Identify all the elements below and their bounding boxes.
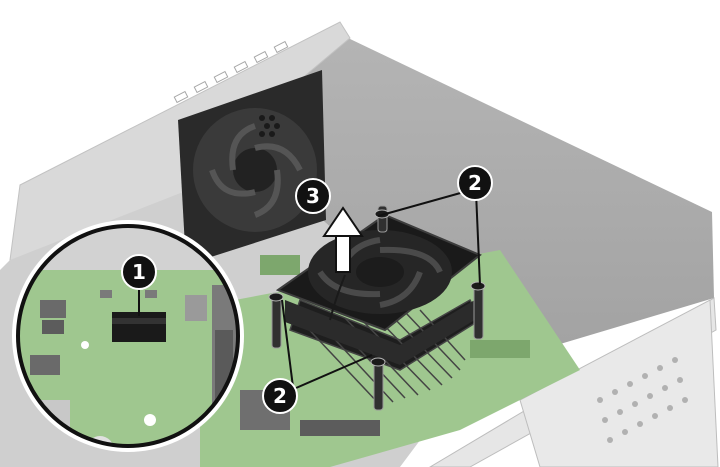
callout-2-bottom: 2: [262, 378, 298, 414]
callout-2-top: 2: [457, 165, 493, 201]
heatsink-cable: [329, 274, 346, 321]
callout-2-top-label: 2: [468, 171, 482, 195]
callout-1: 1: [121, 254, 157, 316]
zoom-detail: [12, 220, 244, 452]
captive-screw-heads: [268, 209, 486, 367]
processor-heatsink: [268, 205, 486, 411]
chassis-power-supply: [519, 299, 719, 467]
callout-leader-lines: [281, 191, 481, 389]
fan-connector-icon: [112, 312, 166, 342]
captive-screws: [271, 205, 484, 411]
rear-system-fan: [178, 70, 326, 265]
chassis-vent-holes: [597, 357, 688, 443]
chassis-frame-slots: [173, 40, 289, 104]
callout-3-label: 3: [306, 184, 320, 208]
lift-up-arrow-icon: [322, 206, 364, 273]
heatsink-body: [285, 298, 478, 365]
callout-2-bottom-label: 2: [273, 384, 287, 408]
callout-1-label: 1: [132, 260, 146, 284]
callout-3: 3: [295, 178, 331, 214]
